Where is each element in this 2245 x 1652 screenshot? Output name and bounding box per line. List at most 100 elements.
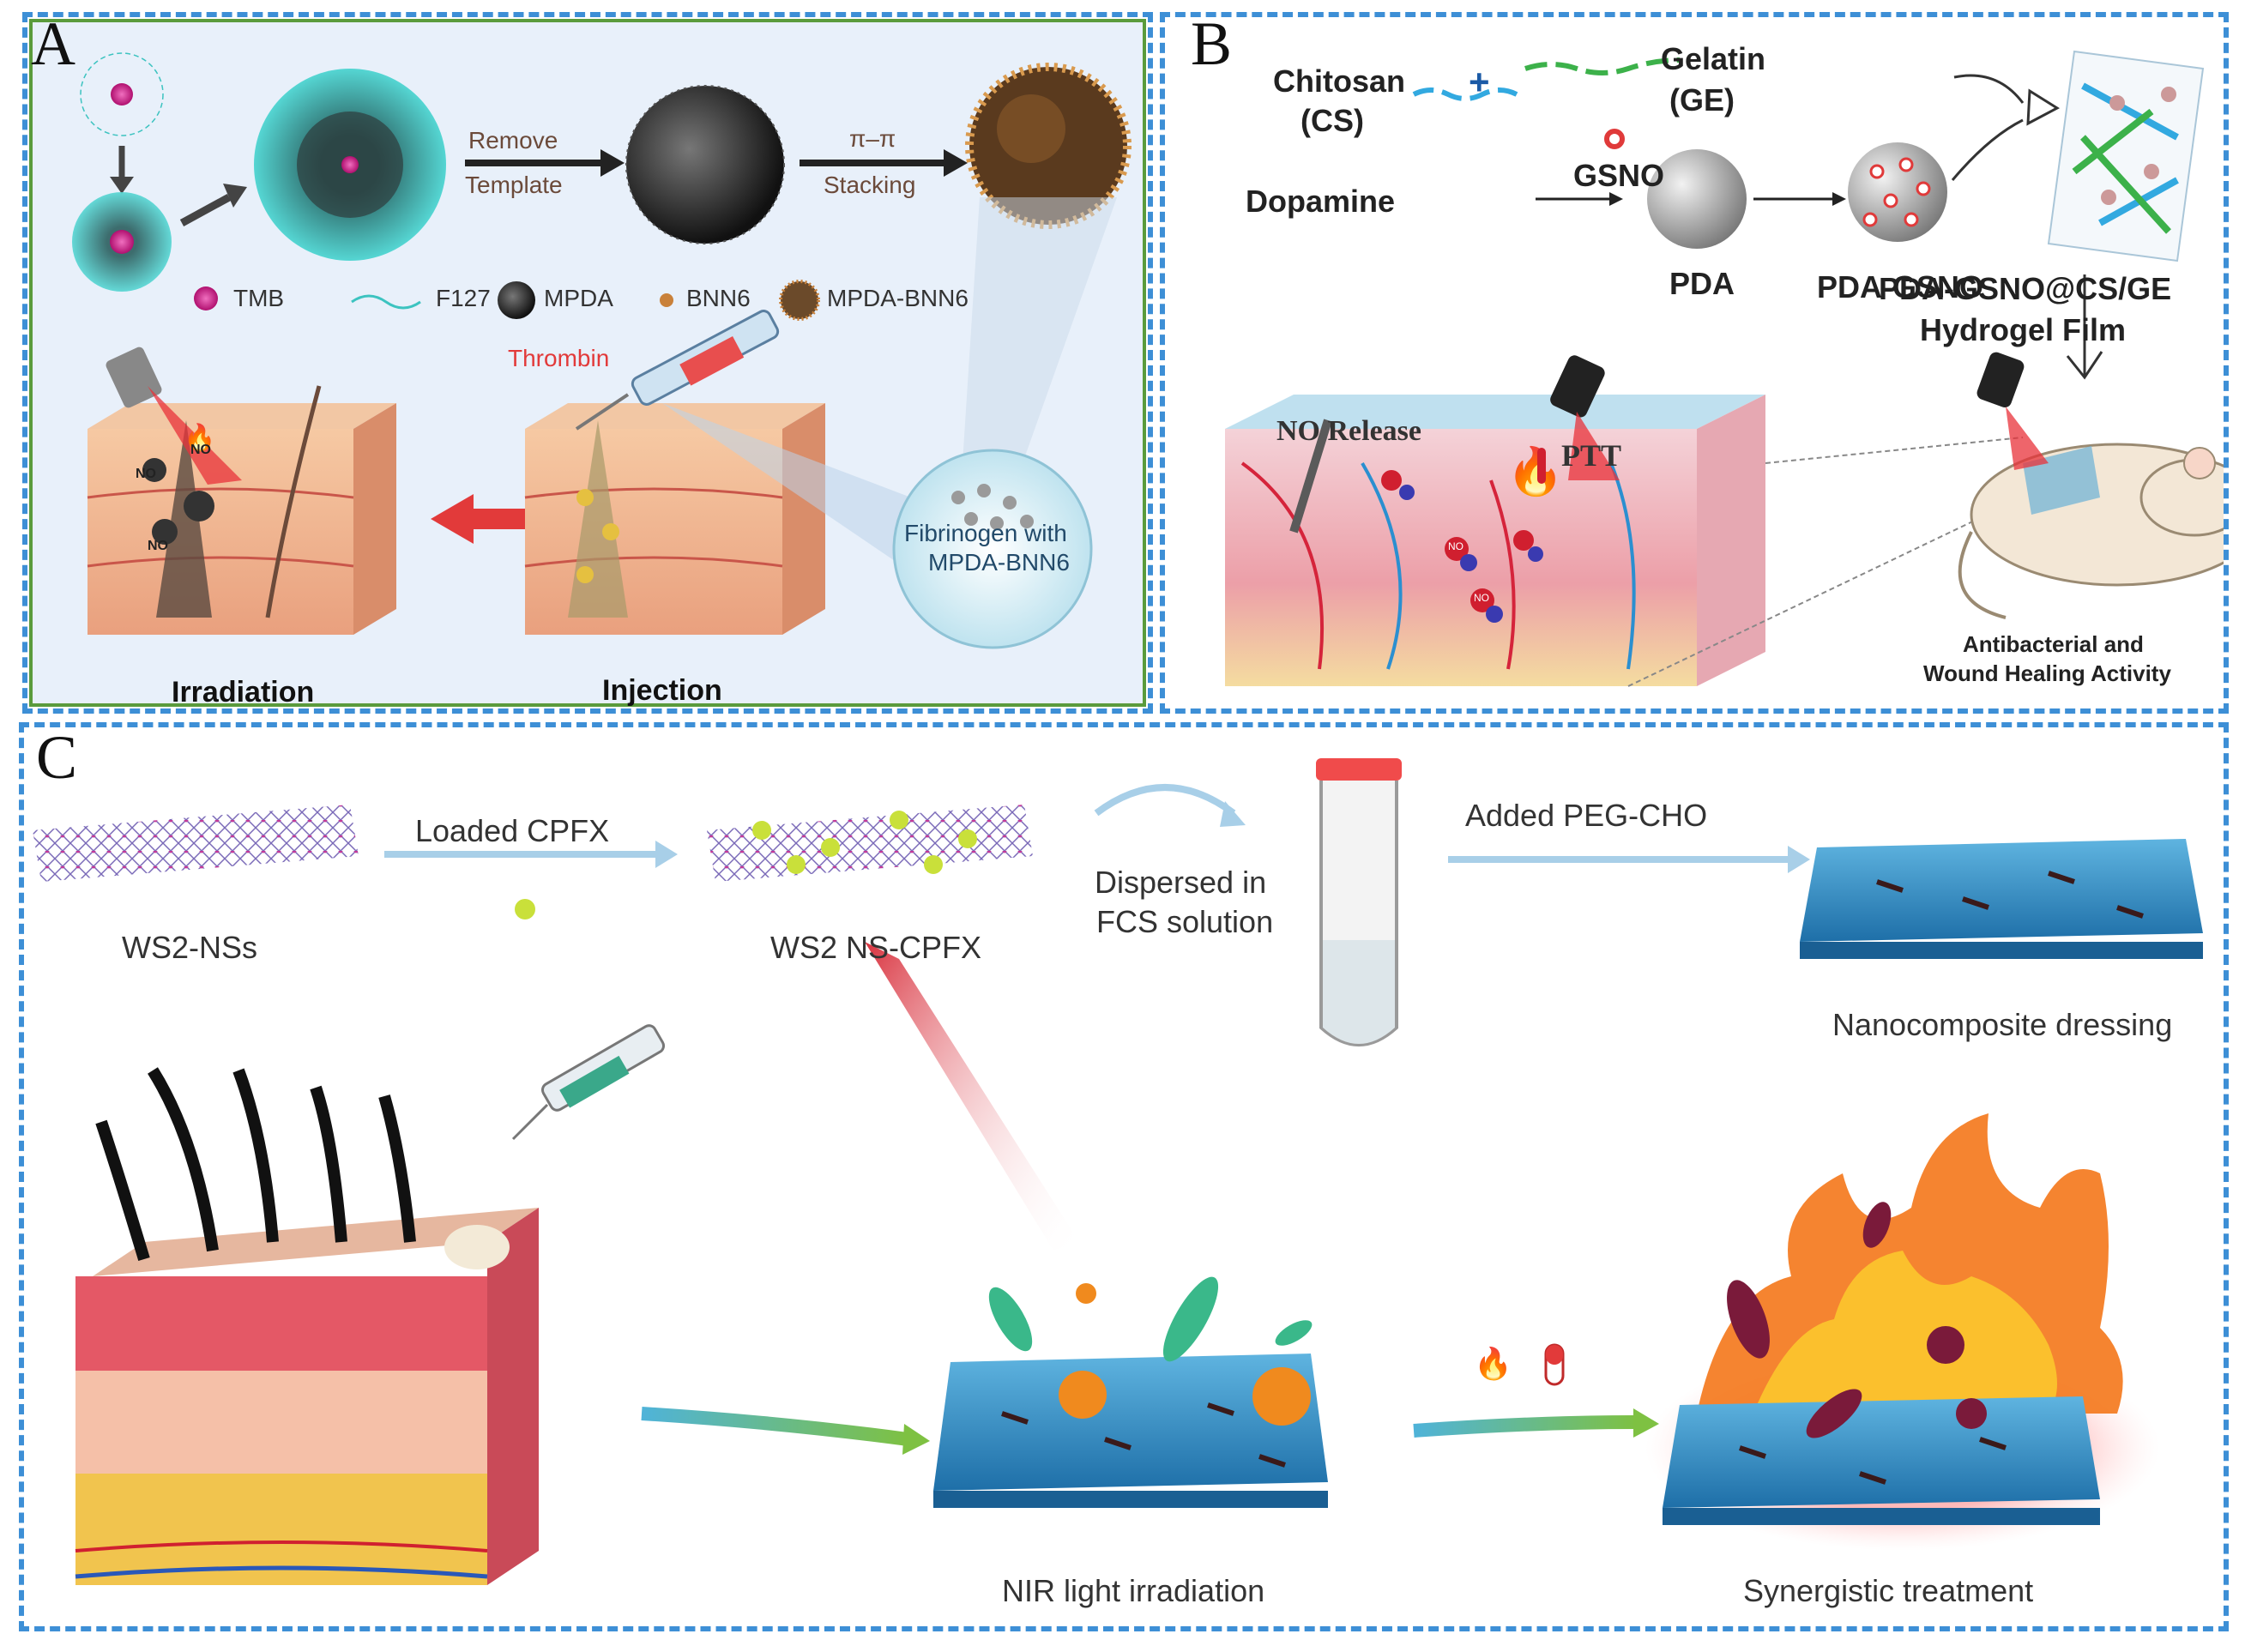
arrow-c-2 [1413,1415,1638,1438]
film-label-2: Hydrogel Film [1920,312,2127,347]
dopamine-label: Dopamine [1246,184,1396,219]
panel-letter-c: C [36,723,78,792]
mpda-sphere [625,85,785,244]
large-micelle [254,69,446,261]
fibrinogen-label-2: MPDA-BNN6 [928,549,1070,576]
mpda-legend-icon [498,281,535,319]
legend-mpda: MPDA [544,285,613,311]
no-label-a3: NO [148,539,168,553]
added-peg-label: Added PEG-CHO [1465,798,1708,833]
cs-label: (CS) [1301,103,1364,138]
panel-b: 🔥 B Chitosan (CS) + Gelatin (GE) Dopamin… [1160,9,2229,714]
tmb-micelle [80,52,164,136]
zoom-line-bottom [1627,497,2024,687]
bacteria-nir [988,1276,1313,1426]
pi-pi-label: π–π [849,125,896,152]
arrow-diagonal [179,194,232,226]
thrombin-label: Thrombin [508,345,610,371]
remove-label: Remove [468,127,558,154]
zoom-beam [662,403,911,566]
no-bubbles-a [142,458,214,545]
nir-beam [865,942,1079,1251]
fibrinogen-circle [892,449,1093,649]
ws2-nss-label: WS2-NSs [122,930,258,965]
syringe-c [511,1024,666,1141]
gelatin-label: Gelatin [1661,41,1766,76]
gelatin-chain [1524,57,1681,75]
stacking-label: Stacking [824,172,916,198]
gsno-label: GSNO [1573,158,1665,193]
no-label-b1: NO [1448,540,1463,552]
panel-a-illustration: 🔥 [29,19,1146,707]
legend-mpda-bnn6: MPDA-BNN6 [827,285,969,311]
arrow-curve-top [1953,74,2025,104]
ge-label: (GE) [1669,82,1735,118]
legend-tmb: TMB [233,285,285,311]
dressing-nir [933,1354,1328,1508]
bnn6-legend-icon [660,293,673,307]
mouse [1958,443,2224,619]
pda-label: PDA [1669,266,1735,301]
syringe-a [575,310,780,431]
panel-c: 🔥 C Loaded CPFX WS2-NSs WS2 NS-CPFX Disp [19,722,2229,1631]
legend-f127: F127 [436,285,491,311]
activity-label-1: Antibacterial and [1963,631,2144,657]
arrow-dispersed [1094,784,1236,817]
nanocomposite-dressing [1800,839,2203,959]
mpda-bnn6-legend-icon [779,280,820,321]
gsno-molecule [1604,129,1625,149]
panel-b-illustration: 🔥 [1225,50,2224,687]
dead-bacteria [1727,1202,1987,1438]
laser-device-c [1976,352,2049,470]
hydrogel-film [2047,50,2205,262]
laser-device-a [106,347,242,485]
test-tube [1316,758,1402,1046]
mpda-bnn6-sphere [965,63,1132,229]
plus-sign: + [1469,62,1490,102]
zoom-line-top [1765,437,2024,464]
panel-letter-a: A [31,9,75,78]
film-label-1: PDA-GSNO@CS/GE [1879,271,2172,306]
no-label-b2: NO [1474,592,1489,604]
f127-legend-icon [351,294,421,310]
skin-block-irradiation [87,385,396,635]
ws2-cpfx-label: WS2 NS-CPFX [770,930,982,965]
arrow-curve-bottom [1951,118,2024,181]
pda-gsno-label: PDA-GSNO [1817,269,1984,304]
ws2-cpfx-sheet [707,805,1033,882]
skin-block-c [75,1067,539,1585]
flames [1697,1113,2123,1414]
no-release-label: NO Release [1276,415,1422,447]
panel-a: 🔥 A Remove Template π–π Stacking [22,9,1153,714]
dressing-synergistic [1663,1396,2100,1525]
loaded-cpfx-label: Loaded CPFX [415,813,610,848]
capsule-icon [1544,1343,1565,1386]
injection-label: Injection [602,674,722,707]
dispersed-label-2: FCS solution [1096,904,1274,939]
dressing-label: Nanocomposite dressing [1832,1007,2173,1042]
panel-letter-b: B [1191,9,1233,78]
skin-block-injection [524,403,825,635]
small-micelle [72,192,172,292]
flame-icon-a: 🔥 [184,422,215,452]
panel-c-illustration: 🔥 [33,758,2203,1585]
chitosan-chain [1412,87,1518,101]
cpfx-icon [515,899,535,919]
thermometer-icon [1537,448,1546,484]
activity-label-2: Wound Healing Activity [1923,660,2171,686]
laser-device-b [1550,355,1620,480]
arrow-film-down [2066,351,2103,380]
flame-icon-b: 🔥 [1506,445,1564,497]
no-label-a2: NO [190,443,211,457]
legend-bnn6: BNN6 [686,285,751,311]
irradiation-label: Irradiation [172,676,315,708]
pda-sphere [1647,149,1747,249]
zoom-cone [963,197,1117,463]
dispersed-label-1: Dispersed in [1095,865,1267,900]
chitosan-label: Chitosan [1273,63,1406,99]
flame-icon-c: 🔥 [1474,1346,1512,1381]
arrow-c-1 [641,1407,909,1446]
no-label-a1: NO [136,467,156,481]
ptt-label: PTT [1561,438,1622,473]
synergistic-label: Synergistic treatment [1743,1573,2034,1608]
